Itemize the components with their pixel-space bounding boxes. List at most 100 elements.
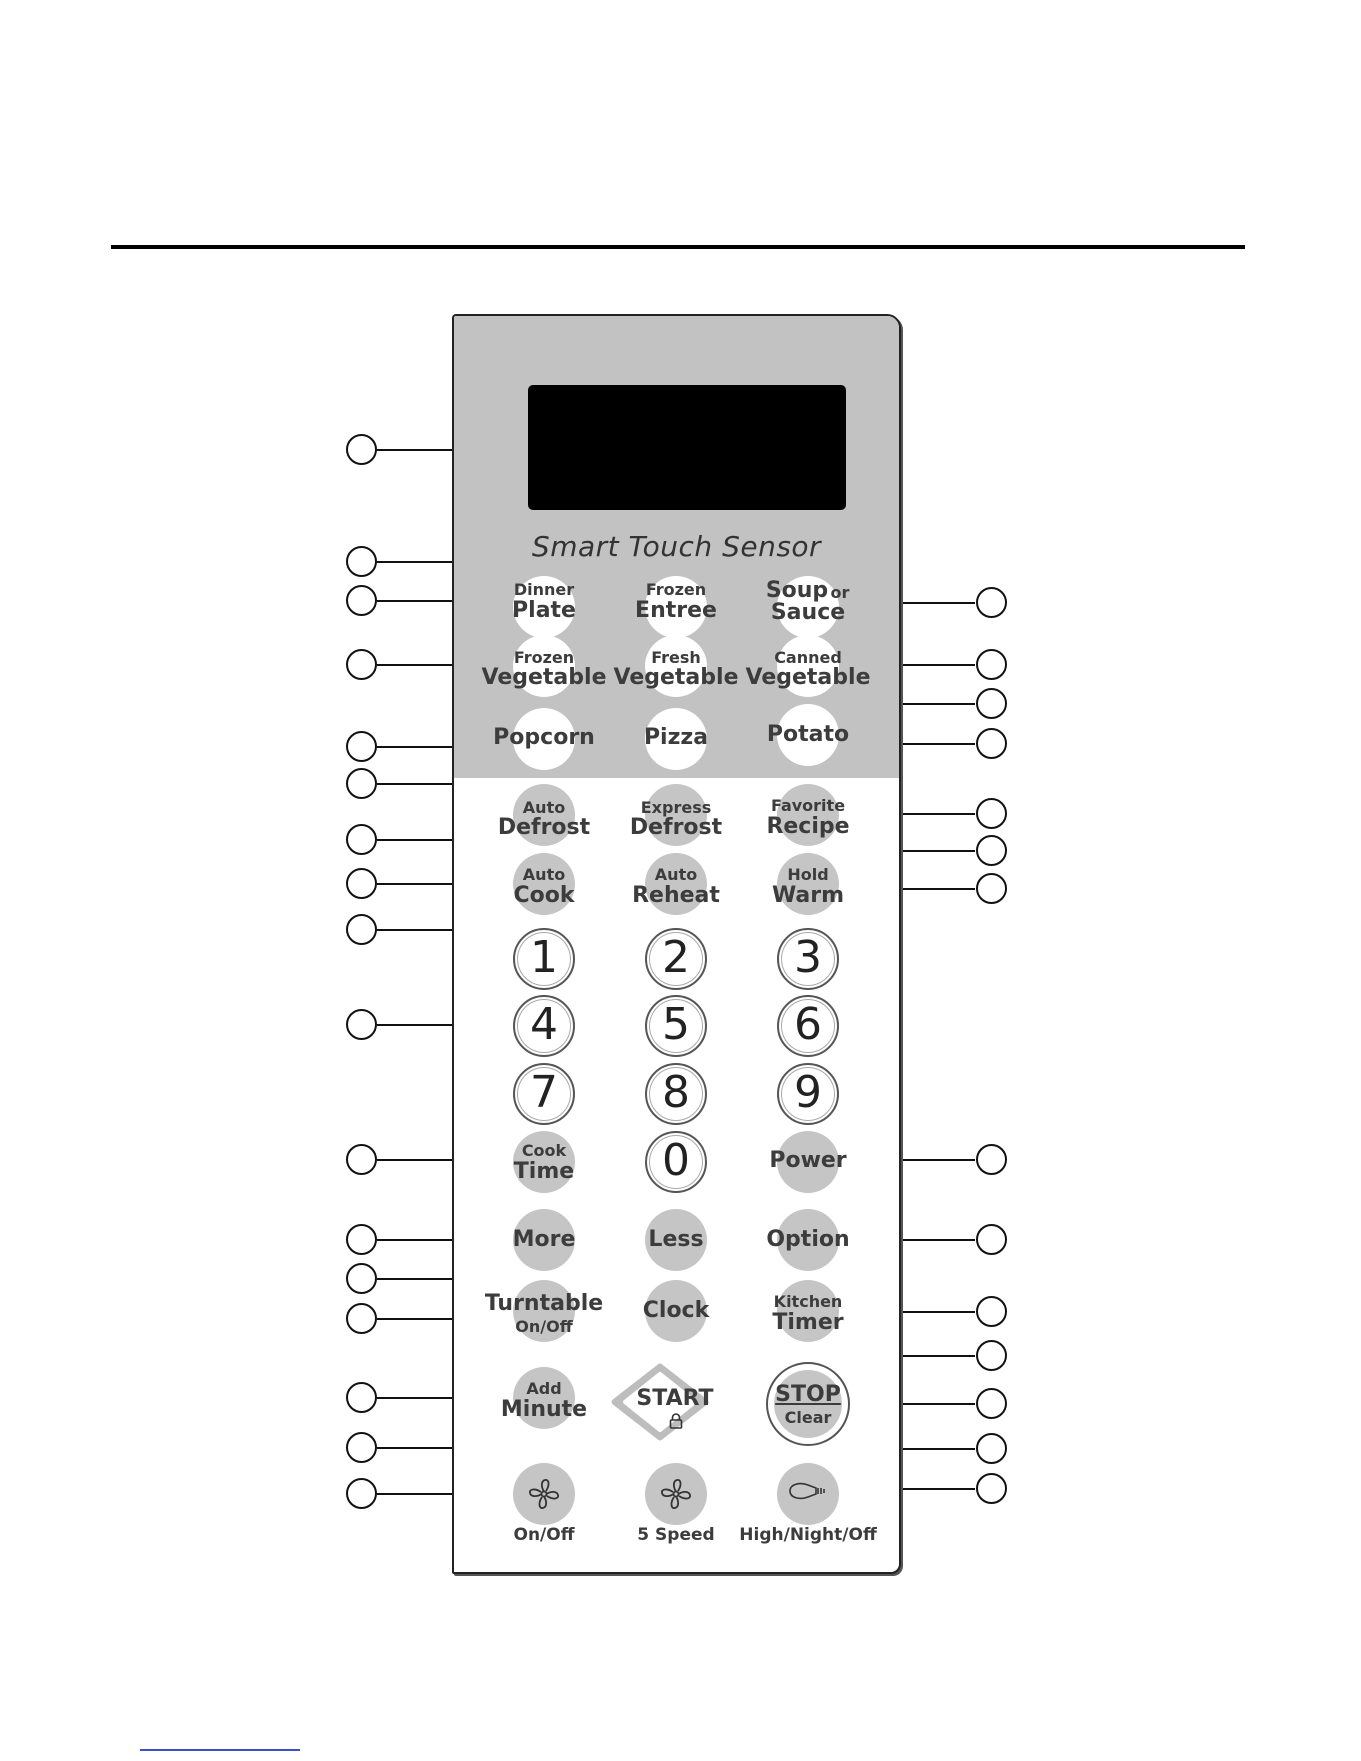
cook-time-button[interactable]: [513, 1131, 575, 1193]
digit-1-label: 1: [530, 932, 558, 983]
power-label: Power: [769, 1148, 847, 1173]
favorite-recipe-button[interactable]: [777, 784, 839, 846]
callout-less: [346, 1263, 377, 1294]
option-button[interactable]: [777, 1209, 839, 1271]
callout-cook-time: [346, 1144, 377, 1175]
more-button[interactable]: [513, 1209, 575, 1271]
digit-6-label: 6: [794, 999, 822, 1050]
express-defrost-top-label: Express: [640, 798, 712, 817]
digit-8-button[interactable]: [645, 1063, 707, 1125]
light-bulb-icon: [789, 1482, 825, 1500]
add-minute-button[interactable]: [513, 1367, 575, 1429]
stop-clear-button[interactable]: [766, 1362, 850, 1446]
callout-more: [346, 1224, 377, 1255]
callout-hold-warm: [976, 873, 1007, 904]
soup-sauce-button[interactable]: [777, 576, 839, 638]
digit-7-button[interactable]: [513, 1063, 575, 1125]
auto-defrost-button[interactable]: [513, 784, 575, 846]
turntable-top-label: Turntable: [484, 1291, 604, 1316]
power-button[interactable]: [777, 1131, 839, 1193]
dinner-plate-button[interactable]: [513, 576, 575, 638]
clock-button[interactable]: [645, 1280, 707, 1342]
digit-9-button[interactable]: [777, 1063, 839, 1125]
digit-3-button[interactable]: [777, 928, 839, 990]
digit-2-button[interactable]: [645, 928, 707, 990]
start-label: START: [636, 1386, 714, 1411]
callout-frozen-vegetable: [346, 649, 377, 680]
favorite-recipe-top-label: Favorite: [770, 796, 846, 815]
digit-5-label: 5: [662, 999, 690, 1050]
auto-reheat-button[interactable]: [645, 853, 707, 915]
stop-clear-button-face: [774, 1370, 842, 1438]
less-button[interactable]: [645, 1209, 707, 1271]
callout-light: [976, 1473, 1007, 1504]
frozen-vegetable-button[interactable]: [513, 635, 575, 697]
auto-reheat-bottom-label: Reheat: [632, 883, 720, 908]
canned-vegetable-bottom-label: Vegetable: [745, 665, 871, 690]
frozen-entree-button[interactable]: [645, 576, 707, 638]
callout-fresh-vegetable: [976, 688, 1007, 719]
callout-option: [976, 1224, 1007, 1255]
fan-speed-button[interactable]: [645, 1463, 707, 1525]
cook-time-top-label: Cook: [521, 1141, 567, 1160]
frozen-entree-top-label: Frozen: [645, 580, 707, 599]
auto-reheat-top-label: Auto: [654, 865, 698, 884]
favorite-recipe-bottom-label: Recipe: [766, 814, 850, 839]
option-label: Option: [766, 1227, 850, 1252]
dinner-plate-bottom-label: Plate: [512, 598, 576, 623]
turntable-button[interactable]: [513, 1280, 575, 1342]
callout-pizza: [346, 768, 377, 799]
callout-add-minute: [346, 1382, 377, 1413]
callout-dinner-plate: [346, 585, 377, 616]
callout-auto-defrost: [346, 824, 377, 855]
frozen-vegetable-top-label: Frozen: [513, 648, 575, 667]
digit-0-label: 0: [662, 1135, 690, 1186]
hold-warm-button[interactable]: [777, 853, 839, 915]
fresh-vegetable-button[interactable]: [645, 635, 707, 697]
popcorn-button[interactable]: [513, 708, 575, 770]
soup-or-label: or: [830, 583, 850, 602]
fan-speed-label: 5 Speed: [637, 1525, 715, 1545]
auto-defrost-bottom-label: Defrost: [497, 815, 591, 840]
vent-fan-button[interactable]: [513, 1463, 575, 1525]
lock-icon: [669, 1413, 683, 1429]
auto-cook-button[interactable]: [513, 853, 575, 915]
kitchen-timer-button[interactable]: [777, 1280, 839, 1342]
potato-label: Potato: [766, 722, 850, 747]
express-defrost-button[interactable]: [645, 784, 707, 846]
add-minute-top-label: Add: [526, 1379, 562, 1398]
soup-label: Soup: [765, 578, 829, 603]
popcorn-label: Popcorn: [493, 725, 595, 750]
callout-turntable: [346, 1303, 377, 1334]
clear-label: Clear: [784, 1408, 832, 1427]
digit-6-button[interactable]: [777, 995, 839, 1057]
pizza-label: Pizza: [643, 725, 709, 750]
potato-button[interactable]: [777, 704, 839, 766]
callout-canned-vegetable: [976, 649, 1007, 680]
start-button[interactable]: [610, 1352, 710, 1452]
footer-link-line: [140, 1749, 300, 1751]
light-button[interactable]: [777, 1463, 839, 1525]
auto-cook-top-label: Auto: [522, 865, 566, 884]
more-label: More: [512, 1227, 576, 1252]
digit-0-button[interactable]: [645, 1131, 707, 1193]
vent-fan-label: On/Off: [513, 1525, 575, 1545]
callout-frozen-entree: [346, 546, 377, 577]
callout-potato: [976, 728, 1007, 759]
frozen-entree-bottom-label: Entree: [635, 598, 717, 623]
digit-1-button[interactable]: [513, 928, 575, 990]
hold-warm-bottom-label: Warm: [771, 883, 845, 908]
digit-4-label: 4: [530, 999, 558, 1050]
canned-vegetable-button[interactable]: [777, 635, 839, 697]
callout-power: [976, 1144, 1007, 1175]
pizza-button[interactable]: [645, 708, 707, 770]
kitchen-timer-top-label: Kitchen: [773, 1292, 843, 1311]
display-window: [528, 385, 846, 510]
callout-clock: [976, 1340, 1007, 1371]
digit-4-button[interactable]: [513, 995, 575, 1057]
digit-5-button[interactable]: [645, 995, 707, 1057]
turntable-bottom-label: On/Off: [515, 1317, 573, 1336]
sauce-label: Sauce: [770, 600, 846, 625]
less-label: Less: [648, 1227, 704, 1252]
